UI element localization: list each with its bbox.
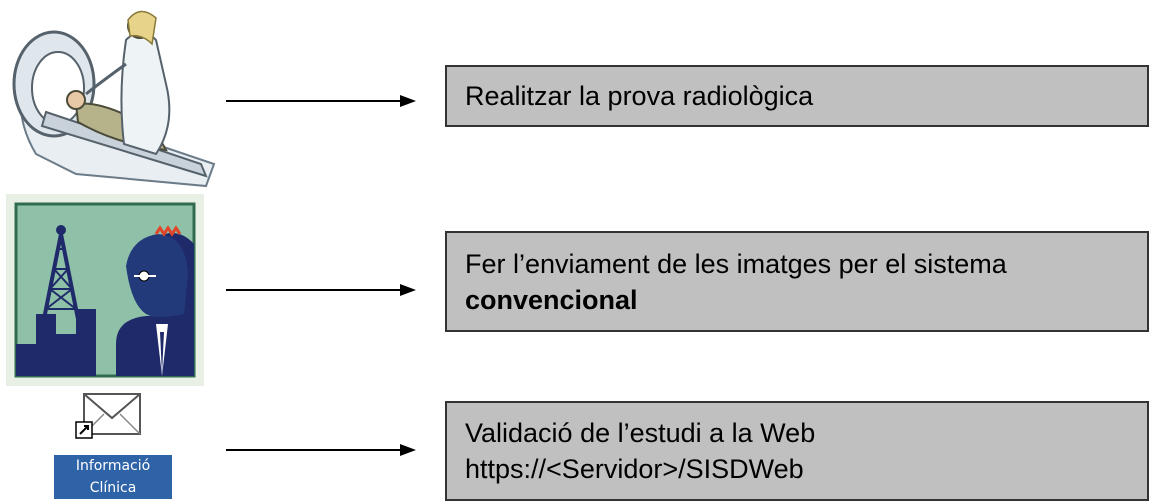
envelope-shortcut-icon bbox=[75, 393, 141, 439]
telecommunication-illustration bbox=[6, 194, 204, 386]
step-box-web-validation: Validació de l’estudi a la Web https://<… bbox=[445, 401, 1149, 501]
step-text: Fer l’enviament de les imatges per el si… bbox=[465, 248, 1007, 279]
radiology-scan-illustration bbox=[12, 10, 216, 188]
step-box-radiology: Realitzar la prova radiològica bbox=[445, 65, 1149, 127]
step-url: https://<Servidor>/SISDWeb bbox=[465, 454, 804, 484]
step-text-bold: convencional bbox=[465, 284, 638, 315]
informacio-clinica-shortcut[interactable]: Informació Clínica bbox=[54, 388, 172, 504]
step-text: Realitzar la prova radiològica bbox=[465, 81, 814, 111]
arrow-1 bbox=[226, 95, 416, 107]
shortcut-label: Informació Clínica bbox=[54, 455, 172, 499]
step-box-send-images: Fer l’enviament de les imatges per el si… bbox=[445, 231, 1149, 332]
arrow-3 bbox=[226, 444, 416, 456]
arrow-2 bbox=[226, 284, 416, 296]
step-text: Validació de l’estudi a la Web bbox=[465, 418, 816, 448]
